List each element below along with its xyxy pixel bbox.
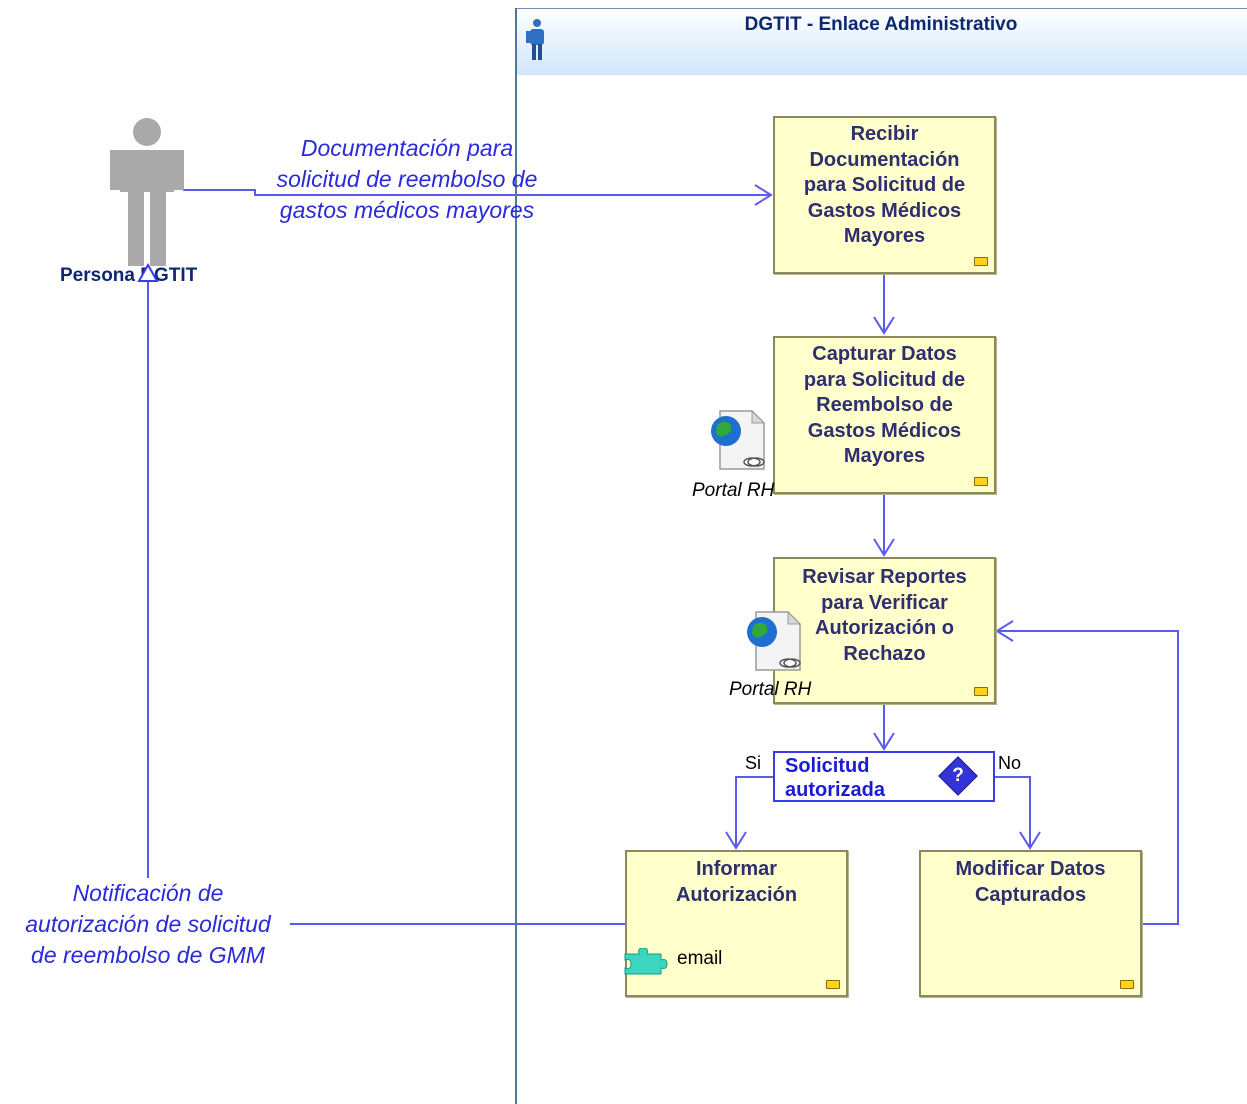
- task-modificar-datos[interactable]: Modificar Datos Capturados: [919, 850, 1142, 997]
- input-flow-arrowhead: [754, 184, 773, 206]
- task-marker-icon: [974, 687, 988, 696]
- task-marker-icon: [826, 980, 840, 989]
- yes-branch-label: Si: [745, 753, 762, 773]
- swimlane-title: DGTIT - Enlace Administrativo: [744, 14, 1018, 35]
- person-icon: [110, 118, 184, 266]
- no-branch-label: No: [998, 753, 1022, 773]
- email-label: email: [677, 948, 723, 969]
- sequence-flow-2-arrow: [873, 538, 895, 557]
- task-label: Capturar Datos para Solicitud de Reembol…: [803, 343, 966, 467]
- task-label: Revisar Reportes para Verificar Autoriza…: [802, 566, 967, 665]
- task-marker-icon: [1120, 980, 1134, 989]
- web-document-icon: [747, 610, 802, 671]
- task-revisar-reportes[interactable]: Revisar Reportes para Verificar Autoriza…: [773, 557, 996, 704]
- input-flow-line: [183, 189, 771, 196]
- no-flow-arrow: [1019, 831, 1041, 850]
- task-capturar-datos[interactable]: Capturar Datos para Solicitud de Reembol…: [773, 336, 996, 494]
- tool-label-portal-rh: Portal RH: [692, 480, 775, 501]
- yes-flow-arrow: [725, 831, 747, 850]
- swimlane-header: [515, 8, 1247, 75]
- no-flow-line: [995, 776, 1031, 848]
- performer-icon: [526, 19, 544, 60]
- input-flow-label: Documentación para solicitud de reembols…: [276, 135, 538, 223]
- output-flow-label: Notificación de autorización de solicitu…: [25, 880, 271, 968]
- task-label: Modificar Datos Capturados: [955, 858, 1106, 906]
- task-informar-autorizacion[interactable]: Informar Autorización: [625, 850, 848, 997]
- sequence-flow-1-arrow: [873, 316, 895, 335]
- web-document-icon: [711, 409, 766, 470]
- gateway-question-icon: ?: [952, 765, 964, 786]
- yes-flow-line: [735, 776, 773, 848]
- swimlane-border: [515, 8, 517, 1104]
- task-label: Informar Autorización: [675, 858, 798, 906]
- sequence-flow-3-arrow: [873, 732, 895, 751]
- task-marker-icon: [974, 477, 988, 486]
- tool-label-portal-rh: Portal RH: [729, 679, 812, 700]
- actor-anchor-triangle: [137, 263, 159, 282]
- puzzle-icon: [624, 948, 668, 975]
- loop-back-line: [997, 630, 1179, 925]
- task-recibir-documentacion[interactable]: Recibir Documentación para Solicitud de …: [773, 116, 996, 274]
- actor-label: Persona DGTIT: [60, 265, 198, 286]
- gateway-label: Solicitud autorizada: [785, 755, 886, 801]
- task-marker-icon: [974, 257, 988, 266]
- loop-back-arrow: [995, 620, 1014, 642]
- task-label: Recibir Documentación para Solicitud de …: [803, 123, 966, 247]
